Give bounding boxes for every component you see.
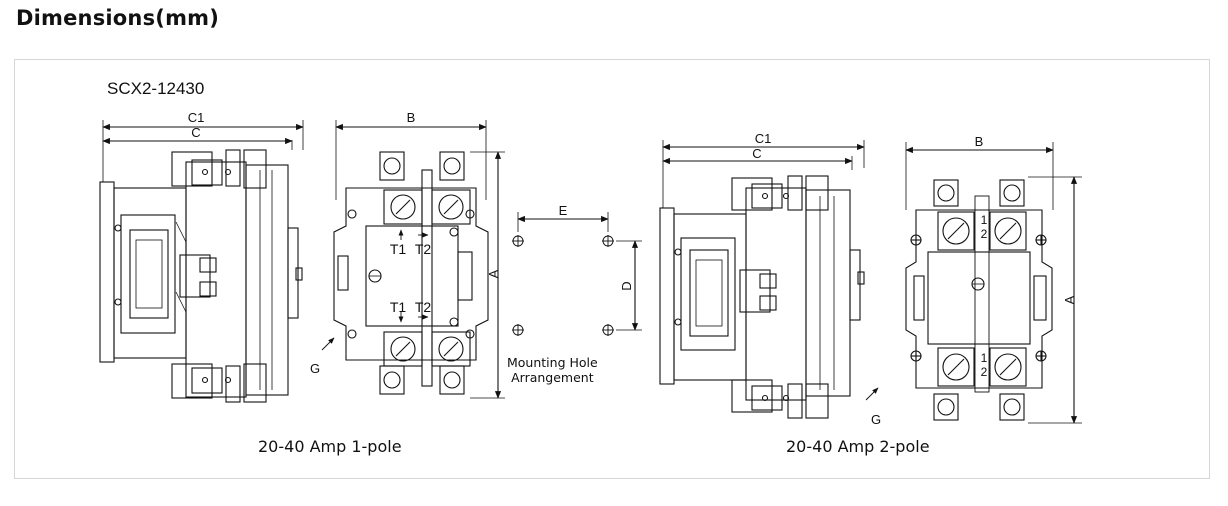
dim-label-b-2pole: B (975, 134, 984, 149)
pole-number-1-top: 1 (981, 213, 988, 227)
dim-label-d: D (619, 281, 634, 290)
two-pole-front-view (905, 142, 1082, 424)
terminal-label-t1-top: T1 (390, 241, 407, 257)
dim-label-b: B (407, 110, 416, 125)
dim-label-a: A (486, 269, 501, 278)
mounting-hole-caption: Mounting Hole Arrangement (507, 355, 598, 385)
two-pole-side-view (659, 140, 879, 419)
dim-label-g: G (310, 361, 320, 376)
dimension-drawing-frame (14, 59, 1210, 479)
mounting-hole-caption-line1: Mounting Hole (507, 355, 598, 370)
model-number: SCX2-12430 (107, 79, 205, 98)
dim-label-a-2pole: A (1062, 295, 1077, 304)
dim-label-c1-2pole: C1 (755, 131, 772, 146)
one-pole-front-view (321, 120, 505, 399)
caption-two-pole: 20-40 Amp 2-pole (786, 437, 930, 456)
caption-one-pole: 20-40 Amp 1-pole (258, 437, 402, 456)
mounting-hole-caption-line2: Arrangement (511, 370, 594, 385)
page-title: Dimensions(mm) (16, 6, 220, 30)
one-pole-side-view (99, 120, 304, 403)
terminal-label-t1-bottom: T1 (390, 299, 407, 315)
terminal-label-t2-bottom: T2 (415, 299, 432, 315)
pole-number-2-bottom: 2 (981, 365, 988, 379)
dim-label-c-2pole: C (752, 146, 761, 161)
terminal-label-t2-top: T2 (415, 241, 432, 257)
pole-number-1-bottom: 1 (981, 351, 988, 365)
pole-number-2-top: 2 (981, 227, 988, 241)
dim-label-c1: C1 (188, 110, 205, 125)
dim-label-c: C (191, 125, 200, 140)
dim-label-g-2pole: G (871, 412, 881, 427)
mounting-hole-arrangement (512, 212, 642, 336)
dim-label-e: E (559, 203, 568, 218)
